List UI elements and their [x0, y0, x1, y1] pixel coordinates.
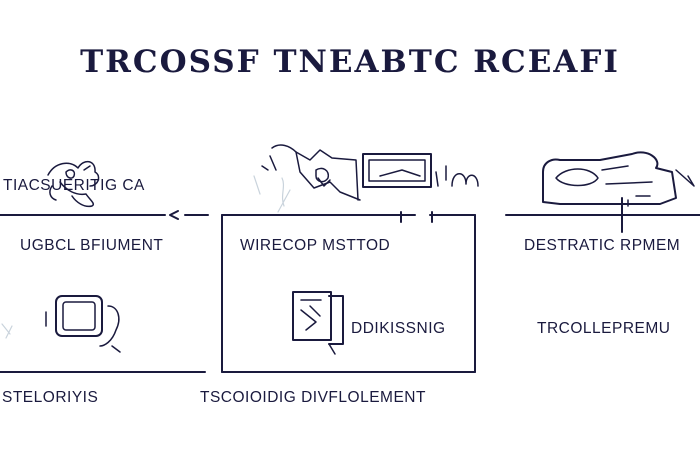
scribble-cluster-icon [47, 160, 100, 208]
monitor-device-icon [1, 295, 121, 353]
arrow-left-head [169, 210, 179, 220]
label-bottom-left: STELORIYIS [2, 389, 98, 406]
central-process-box [221, 211, 476, 373]
label-center-inner: DDIKISSNIG [351, 320, 446, 337]
map-flowchart-icon [253, 144, 361, 213]
diagram-title: TRCOSSF TNEABTC RCEAFI [80, 44, 620, 80]
label-mid-left: UGBCL BFIUMENT [20, 237, 163, 254]
label-mid-right: DESTRATIC RPMEM [524, 237, 680, 254]
label-bottom-center: TSCOIOIDIG DIVFLOLEMENT [200, 389, 426, 406]
cloud-box-icon [542, 151, 695, 207]
small-loop-icon [451, 173, 479, 187]
label-right-lower: TRCOLLEPREMU [537, 320, 670, 337]
label-mid-center: WIRECOP MSTTOD [240, 237, 390, 254]
document-icon [292, 291, 344, 355]
whiteboard-icon [362, 153, 447, 188]
connector-lines [0, 197, 700, 373]
label-top-left: TIACSUERITIG CA [3, 177, 145, 194]
